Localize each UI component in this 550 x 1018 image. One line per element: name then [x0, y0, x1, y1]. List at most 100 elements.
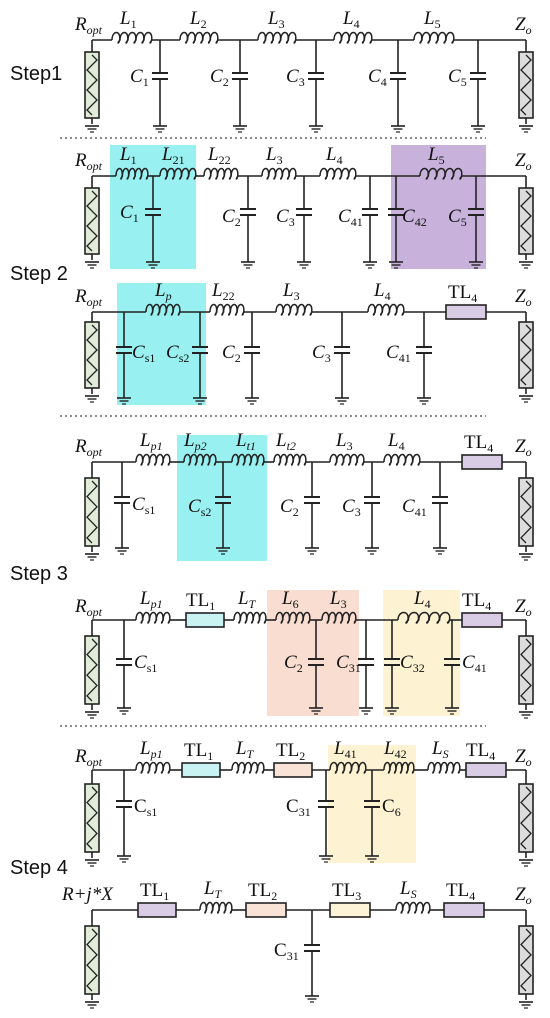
label-c6: C6: [382, 796, 401, 819]
label-c41: C41: [386, 342, 411, 365]
L4-coil-icon: [319, 167, 357, 180]
label-l6: L6: [281, 588, 299, 611]
ground-icon: [519, 859, 533, 867]
step-label-3: Step 3: [10, 563, 68, 585]
ground-icon: [233, 125, 247, 133]
zigzag-resistor-icon: [84, 187, 100, 255]
label-tl1: TL1: [186, 590, 215, 613]
TL1-transmission-line-icon: [185, 612, 225, 628]
TL2-transmission-line-icon: [245, 902, 287, 918]
ground-icon: [519, 125, 533, 133]
label-tl4: TL4: [466, 740, 495, 763]
ground-icon: [359, 707, 373, 715]
ground-icon: [153, 125, 167, 133]
label-ropt: Ropt: [74, 596, 103, 619]
ground-icon: [85, 395, 99, 403]
C31-capacitor-icon: [318, 770, 334, 856]
label-ls: LS: [431, 738, 449, 761]
label-c42: C42: [402, 206, 427, 229]
label-l21: L21: [161, 144, 185, 167]
label-cs1: Cs1: [132, 494, 155, 517]
ground-icon: [85, 1001, 99, 1009]
ground-icon: [309, 707, 323, 715]
label-l3: L3: [267, 8, 285, 31]
label-cs1: Cs1: [132, 342, 155, 365]
label-c3: C3: [276, 206, 295, 229]
ground-icon: [519, 553, 533, 561]
label-l4: L4: [325, 144, 343, 167]
L42-coil-icon: [383, 761, 415, 774]
L1-coil-icon: [111, 31, 153, 44]
L5-coil-icon: [413, 31, 455, 44]
label-lt1: Lt1: [235, 430, 256, 453]
label-c3: C3: [342, 496, 361, 519]
L3-coil-icon: [275, 303, 313, 316]
label-l3: L3: [282, 280, 300, 303]
C6-capacitor-icon: [364, 770, 380, 856]
TL4-transmission-line-icon: [465, 762, 507, 778]
ground-icon: [117, 707, 131, 715]
Cs1-capacitor-icon: [114, 462, 130, 548]
Lp1-coil-icon: [135, 611, 171, 624]
C3-capacitor-icon: [364, 462, 380, 548]
label-c41: C41: [402, 496, 427, 519]
L4-coil-icon: [397, 611, 451, 624]
zigzag-resistor-icon: [518, 925, 534, 995]
label-c5: C5: [448, 66, 467, 89]
label-tl4: TL4: [446, 880, 475, 903]
zigzag-resistor-icon: [518, 187, 534, 255]
Cs2-capacitor-icon: [215, 462, 231, 548]
label-l4: L4: [413, 588, 431, 611]
label-c3: C3: [286, 66, 305, 89]
C31-capacitor-icon: [358, 620, 374, 708]
L3-coil-icon: [329, 453, 365, 466]
ground-icon: [85, 125, 99, 133]
step-label-1: Step1: [10, 63, 62, 85]
label-c41: C41: [462, 652, 487, 675]
LS-coil-icon: [427, 761, 461, 774]
label-c31: C31: [274, 940, 299, 963]
label-lt: LT: [235, 738, 255, 761]
zigzag-resistor-icon: [84, 635, 100, 705]
C2-capacitor-icon: [304, 462, 320, 548]
label-zo: Zo: [515, 596, 532, 619]
label-tl2: TL2: [248, 880, 277, 903]
highlight-box-cyan: [117, 283, 206, 405]
L2-coil-icon: [179, 31, 219, 44]
label-ropt: Ropt: [74, 286, 103, 309]
LT-coil-icon: [199, 901, 233, 914]
label-lp1: Lp1: [139, 588, 163, 611]
zigzag-resistor-icon: [518, 321, 534, 389]
TL1-transmission-line-icon: [181, 762, 221, 778]
label-zo: Zo: [515, 746, 532, 769]
ground-icon: [245, 397, 259, 405]
ground-icon: [391, 125, 405, 133]
label-c2: C2: [222, 206, 241, 229]
Lt1-coil-icon: [231, 453, 265, 466]
label-l22: L22: [211, 280, 235, 303]
C2-capacitor-icon: [240, 176, 256, 262]
label-lp1: Lp1: [139, 738, 163, 761]
ground-icon: [363, 261, 377, 269]
label-l5: L5: [427, 144, 445, 167]
highlight-box-lilac: [391, 145, 486, 269]
label-ropt: Ropt: [74, 746, 103, 769]
ground-icon: [146, 261, 160, 269]
zigzag-resistor-icon: [84, 51, 100, 119]
C3-capacitor-icon: [308, 40, 324, 126]
TL4-transmission-line-icon: [443, 902, 485, 918]
ground-icon: [117, 855, 131, 863]
L4-coil-icon: [383, 453, 421, 466]
label-cs2: Cs2: [188, 496, 211, 519]
label-lp1: Lp1: [139, 430, 163, 453]
ground-icon: [519, 1001, 533, 1009]
C5-capacitor-icon: [470, 40, 486, 126]
label-zo: Zo: [515, 436, 532, 459]
label-l1: L1: [119, 144, 137, 167]
label-zo: Zo: [515, 286, 532, 309]
L6-coil-icon: [275, 611, 311, 624]
label-zo: Zo: [515, 14, 532, 37]
C4-capacitor-icon: [390, 40, 406, 126]
L3-coil-icon: [261, 167, 297, 180]
label-l4: L4: [387, 430, 405, 453]
